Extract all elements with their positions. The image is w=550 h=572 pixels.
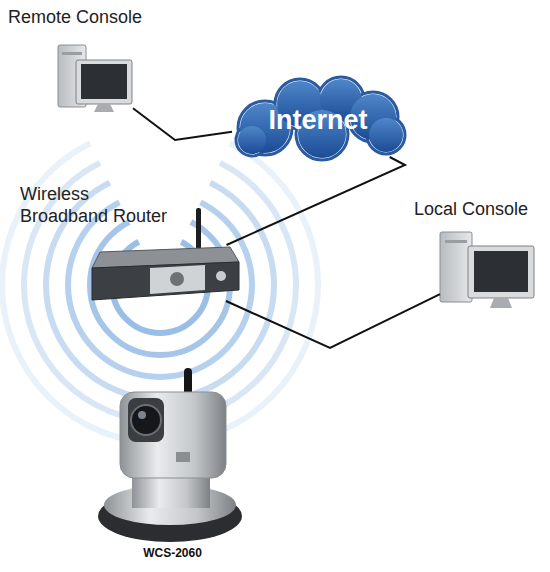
console-node: Local Console bbox=[440, 232, 535, 310]
network-cable bbox=[227, 157, 406, 245]
console-node: Remote Console bbox=[58, 45, 133, 115]
camera-node: WCS-2060 bbox=[100, 362, 245, 542]
computer-icon bbox=[440, 232, 534, 308]
node-label: Local Console bbox=[414, 198, 544, 220]
network-cable bbox=[226, 294, 440, 348]
node-label: WCS-2060 bbox=[100, 546, 245, 561]
computer-icon bbox=[58, 45, 132, 112]
camera-icon bbox=[98, 368, 242, 542]
network-cable bbox=[133, 108, 232, 140]
node-label: Wireless Broadband Router bbox=[20, 183, 176, 227]
node-label: Internet bbox=[232, 104, 404, 137]
node-label: Remote Console bbox=[8, 6, 168, 28]
router-node: Wireless Broadband Router bbox=[88, 245, 240, 301]
cloud-node: Internet bbox=[232, 82, 404, 157]
